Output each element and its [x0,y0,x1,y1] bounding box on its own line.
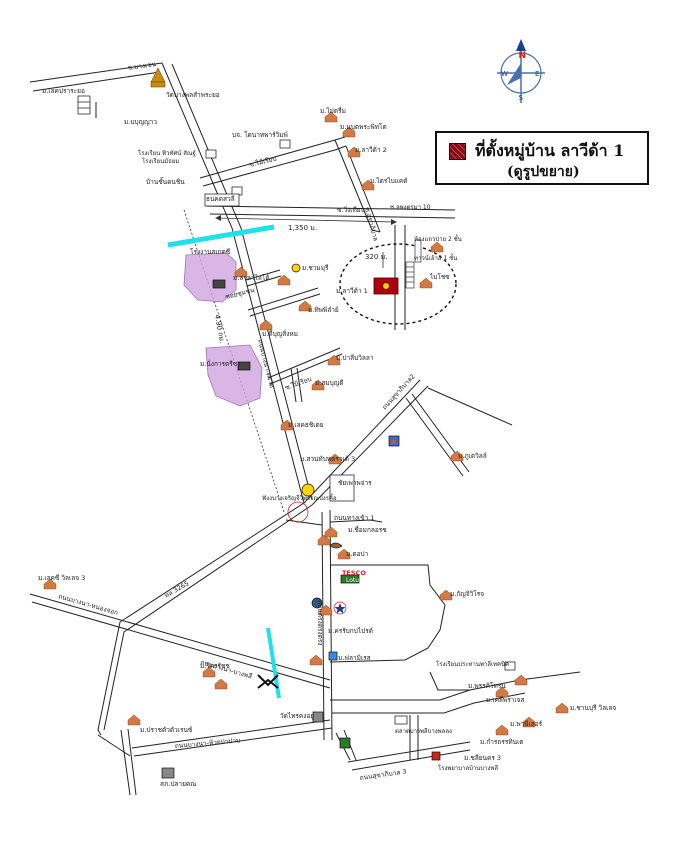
label-m-lawi2: ม.ลาวีด้า 2 [355,146,387,154]
label-m-sama: ม.ลาลาไลโด้ [233,274,270,282]
label-m-kanchana: ม.กัญจิวิโรจ [450,590,484,598]
legend-box: ที่ตั้งหมู่บ้าน ลาวีด้า 1 (ดูรูปขยาย) [435,131,649,185]
label-ban-chuen: บ้านชั้นคนชิน [146,177,185,186]
label-m-tippa: ม.ทิพพิลำย์ [308,306,339,314]
label-watpol: ฟังงบางเจริญจีวีพรรณบังรคิ้อ [262,492,337,502]
label-market: ตลาดบางพลีบางพลลง [395,727,452,735]
label-m-khunpusu: ม.ครรับกบไปรด์ [328,627,373,635]
road-label-center-south: ถนนตรงตรงตรง [316,600,324,645]
legend-subtitle: (ดูรูปขยาย) [507,164,580,180]
label-m-bichit: ไบโชซ [429,273,450,281]
label-bank: ธนคดสวลี [206,195,235,203]
label-m-noppakao: ม.นบุตพระพิทโต [340,123,387,131]
legend-title: ที่ตั้งหมู่บ้าน ลาวีด้า 1 [475,141,625,160]
label-m-ponchai: ม.ปราชตัวตัวเรนซ์ [140,726,193,734]
purple-area-golf [183,252,237,303]
cyan-marker-top [167,224,275,248]
road-label-top: ซ.บางเขน [127,60,157,72]
label-m-kornka: ม.นั่งการตรีซ [200,359,238,368]
label-school-bottom: โรงเรียนประทานพาลีเทคนิค [436,660,509,668]
label-factory: บจ. โดนาทพาร์วิมพ์ [232,131,288,139]
label-m-chanmu: ม.ชามมุรี [302,264,329,272]
label-m-lawida1: ม.ลาวีด้า 1 [336,287,368,295]
road-label-soi-wongwian: ซ.วิ่งเทียบ [337,205,365,214]
label-m-nonlapa: ม.สมบุญดี [315,379,344,387]
label-m-ariyanan: ม.เลคซี วิลเลจ 3 [38,574,85,582]
highlight-circle [339,243,457,325]
label-m-suanpath: ม.สวนทับทตรวเด้ 3 [300,455,355,463]
label-golf: โรงงานสเกตซี [190,248,231,256]
label-m-maitha: ม.ไม่ตรี่ม [320,106,346,115]
lawida-marker-badge [382,282,390,290]
label-m-pattaya: ม.ภูเตวิลล์ [458,452,487,460]
label-m-bulun: ม.บบุญญาว [124,118,157,126]
label-m-lanlum: ม.ชานบุรี วิลเลจ [570,704,616,712]
label-police: สภ.ปลายคณ [160,780,196,788]
label-wat-top: วัดบางพลสำพระยอ [166,91,220,99]
label-tesco: TESCO [342,569,366,577]
place-labels: วัดบางพลสำพระยอ ม.เลคปราระยอ ม.บบุญญาว โ… [38,87,616,788]
label-m-sinsub: ม.ไครรัชช [200,662,230,670]
label-wat-bottom: วัดไทรคงอยู่ [280,712,314,720]
label-m-monvaj: ม.ฟลามิเรส [338,654,371,662]
label-school-top: ม.เลคปราระยอ [42,87,85,95]
label-m-bouwa: ห้องแถวปาย 2 ชั้น [414,233,462,243]
label-m-lerdee: ม.เลคธชิเตย [288,421,324,429]
label-soi-pasuk: ซ.ลพงตรมา 10 [390,204,431,211]
label-school-tasu2: โรงเรียนมัธยม [142,157,179,165]
label-m-suksom: ม.พรรคิโทรน [468,682,506,690]
label-m-boonkwai: ชัยเพาพจ่าร [338,479,372,487]
bridge-marker [257,674,279,689]
label-lotus: Lotus [346,577,362,584]
road-label-small: ถนนทางเข้า 1 [334,514,374,522]
label-m-punsurin: ม.ปาลีบวิลลา [336,354,374,362]
temple-icon [150,67,166,88]
label-m-kanlaya: ม.กำรถรรทินเต [480,738,524,746]
compass-n: N [519,51,527,61]
label-m-kam: ม.พาษีเลอร์ [510,720,543,728]
purple-area-factory [205,344,263,407]
label-m-chaimun: ม.ไตรไบแคด์ [370,177,408,185]
compass-w: W [501,70,508,78]
house-icons [43,111,569,736]
label-m-sudaporn: ม.ชลียนคร 3 [464,754,501,762]
label-m-kritn: ม.ดีบุญสิ่งหม [262,329,298,338]
compass-e: E [535,70,539,78]
distance-1350: 1,350 ม. [288,224,317,232]
label-m-chuanchoke: ม.ชื่อมกลอรช [348,525,387,534]
label-hospital: โรงพยาบาลบ้านบางพลี [438,764,498,772]
label-m-townhome: ทาวน์เฮ้าส์ 1 ชั้น [414,252,457,262]
label-m-noble: ม.ตอบ่า [346,550,369,558]
compass: N S E W [497,39,545,103]
compass-s: S [519,94,524,102]
label-school-tasu: โรงเรียน ทิวทัศน์ สัณฐ์ [138,149,196,157]
legend-swatch [449,143,466,160]
townhouse-blocks [405,239,422,289]
building-icons [77,95,516,779]
distance-320: 320 ม. [365,253,387,261]
label-m-wanlee: ม.เคลีพราเจส [486,696,524,704]
